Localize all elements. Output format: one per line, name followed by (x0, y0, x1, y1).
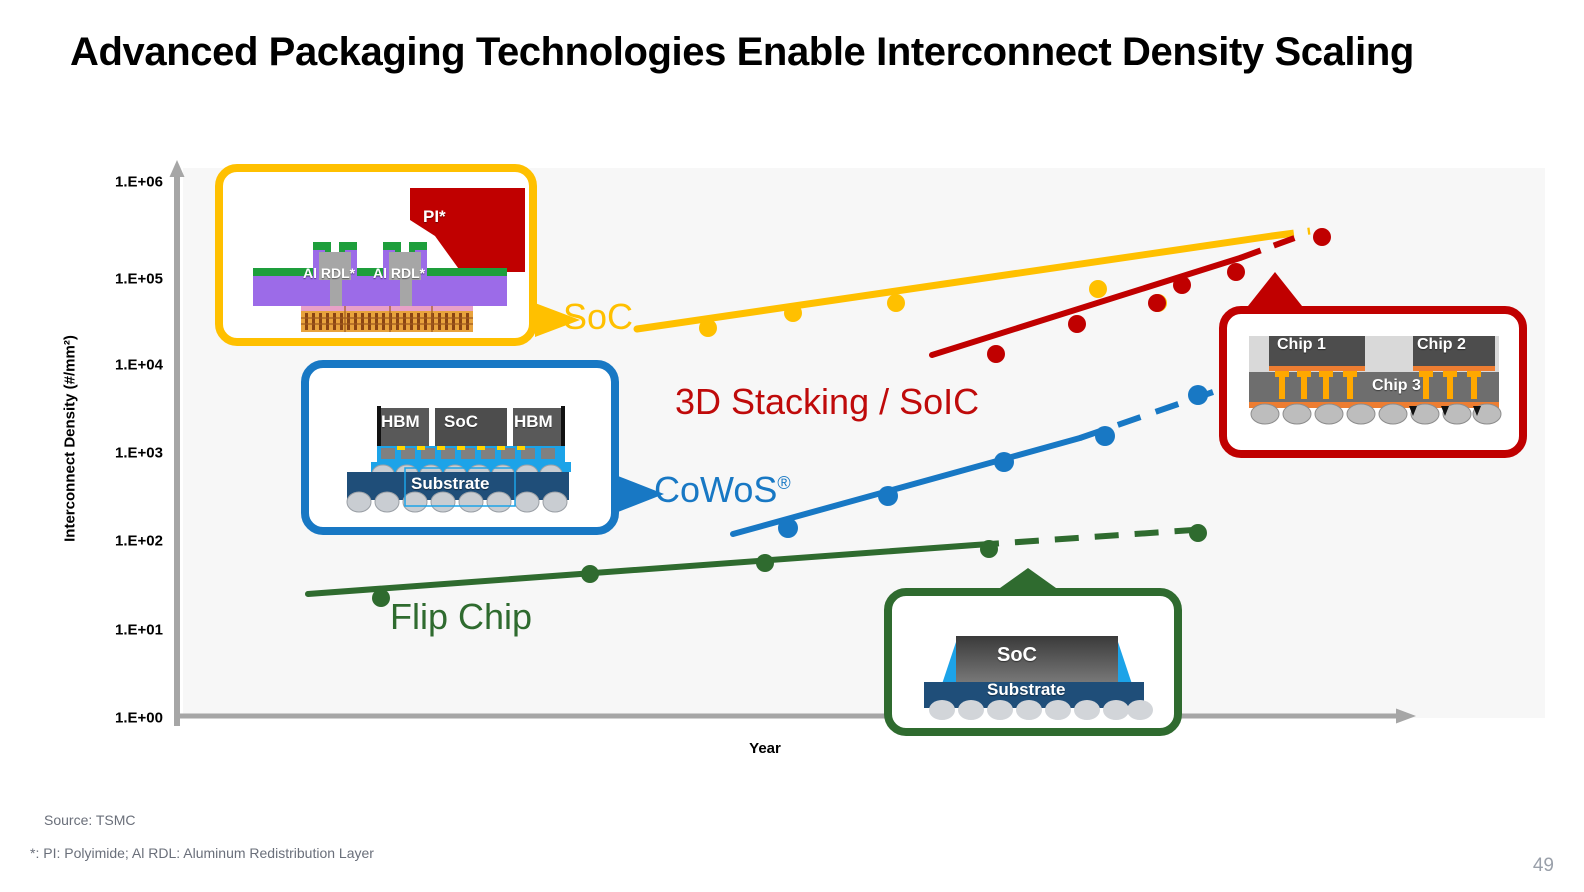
callout-soc[interactable]: PI* Al RDL* Al RDL* (215, 164, 537, 346)
y-tick-label: 1.E+03 (115, 444, 163, 462)
soc-rdl-left-label: Al RDL* (303, 265, 356, 281)
soic-callout-pointer (1248, 272, 1302, 306)
callout-cowos[interactable]: HBM SoC HBM Substrate (301, 360, 619, 535)
series-flip-chip (305, 524, 1209, 607)
cowos-callout-pointer (618, 476, 664, 512)
soc-rdl-right-label: Al RDL* (373, 265, 426, 281)
flipchip-die-label: SoC (997, 644, 1037, 666)
callout-flip-chip[interactable]: SoC Substrate (884, 588, 1182, 736)
soc-cross-section-art (253, 188, 525, 332)
soic-chip1-label: Chip 1 (1277, 336, 1326, 353)
cowos-hbm-left-label: HBM (381, 412, 420, 431)
soic-chip2-label: Chip 2 (1417, 336, 1466, 353)
y-tick-label: 1.E+05 (115, 270, 163, 288)
series-cowos (730, 385, 1214, 538)
callout-soic[interactable]: Chip 1 Chip 2 Chip 3 (1219, 306, 1527, 458)
source-note: Source: TSMC (44, 812, 136, 828)
soc-pi-label: PI* (423, 207, 446, 226)
soc-callout-pointer (535, 303, 580, 337)
series-label-cowos-text: CoWoS (654, 469, 778, 510)
flipchip-callout-pointer (1000, 568, 1056, 588)
x-axis-line (176, 708, 1416, 724)
footnote: *: PI: Polyimide; Al RDL: Aluminum Redis… (30, 845, 374, 861)
cowos-substrate-label: Substrate (411, 474, 490, 493)
y-tick-label: 1.E+04 (115, 356, 163, 374)
series-label-soic: 3D Stacking / SoIC (675, 381, 980, 422)
series-label-cowos: CoWoS® (654, 469, 791, 511)
y-tick-label-group: 1.E+06 1.E+05 1.E+04 1.E+03 1.E+02 1.E+0… (0, 0, 163, 892)
y-tick-label: 1.E+02 (115, 532, 163, 550)
series-label-flip-chip: Flip Chip (390, 596, 533, 637)
soic-chip3-label: Chip 3 (1372, 377, 1421, 394)
series-soic (929, 228, 1331, 363)
page-title: Advanced Packaging Technologies Enable I… (70, 30, 1414, 74)
page-number: 49 (1532, 855, 1554, 876)
series-label-soc: SoC (563, 296, 634, 337)
flipchip-substrate-label: Substrate (987, 680, 1066, 699)
flipchip-cross-section-art (924, 636, 1153, 720)
cowos-cross-section-art (346, 406, 571, 513)
cowos-soc-label: SoC (444, 412, 478, 431)
y-tick-label: 1.E+06 (115, 173, 163, 191)
y-tick-label: 1.E+01 (115, 621, 163, 639)
soic-cross-section-art (1249, 336, 1502, 425)
y-tick-label: 1.E+00 (115, 709, 163, 727)
registered-mark-icon: ® (777, 473, 791, 493)
cowos-hbm-right-label: HBM (514, 412, 553, 431)
series-soc (633, 227, 1311, 337)
y-axis-line (169, 160, 185, 726)
x-axis-title: Year (749, 740, 781, 757)
